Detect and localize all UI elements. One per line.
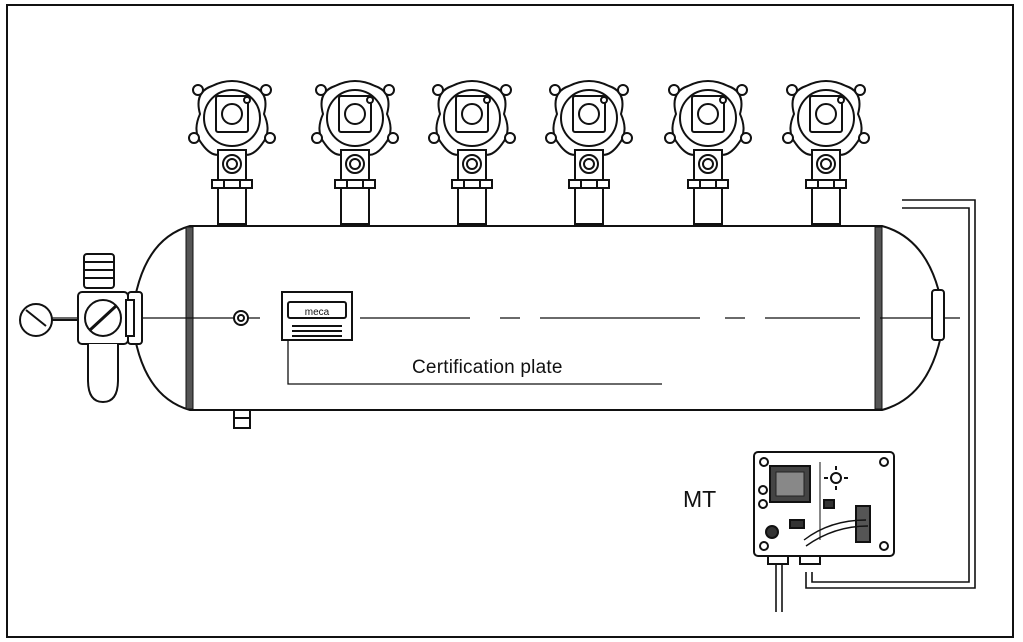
air-regulator-icon xyxy=(77,253,135,404)
certification-plate-icon: meca xyxy=(281,291,662,385)
pressure-gauge-icon xyxy=(19,303,78,337)
diaphragm-valve-icon xyxy=(311,80,399,228)
control-box-icon xyxy=(753,451,895,565)
diaphragm-valve-icon xyxy=(664,80,752,228)
diaphragm-valve-icon xyxy=(428,80,516,228)
svg-text:meca: meca xyxy=(305,307,330,318)
controller-label: MT xyxy=(683,486,717,512)
diaphragm-valve-icon xyxy=(545,80,633,228)
certification-plate-label: Certification plate xyxy=(412,357,563,378)
signal-cable xyxy=(775,199,976,612)
diaphragm-valve-icon xyxy=(782,80,870,228)
diaphragm-valve-icon xyxy=(188,80,276,228)
manifold-tank xyxy=(40,225,960,429)
